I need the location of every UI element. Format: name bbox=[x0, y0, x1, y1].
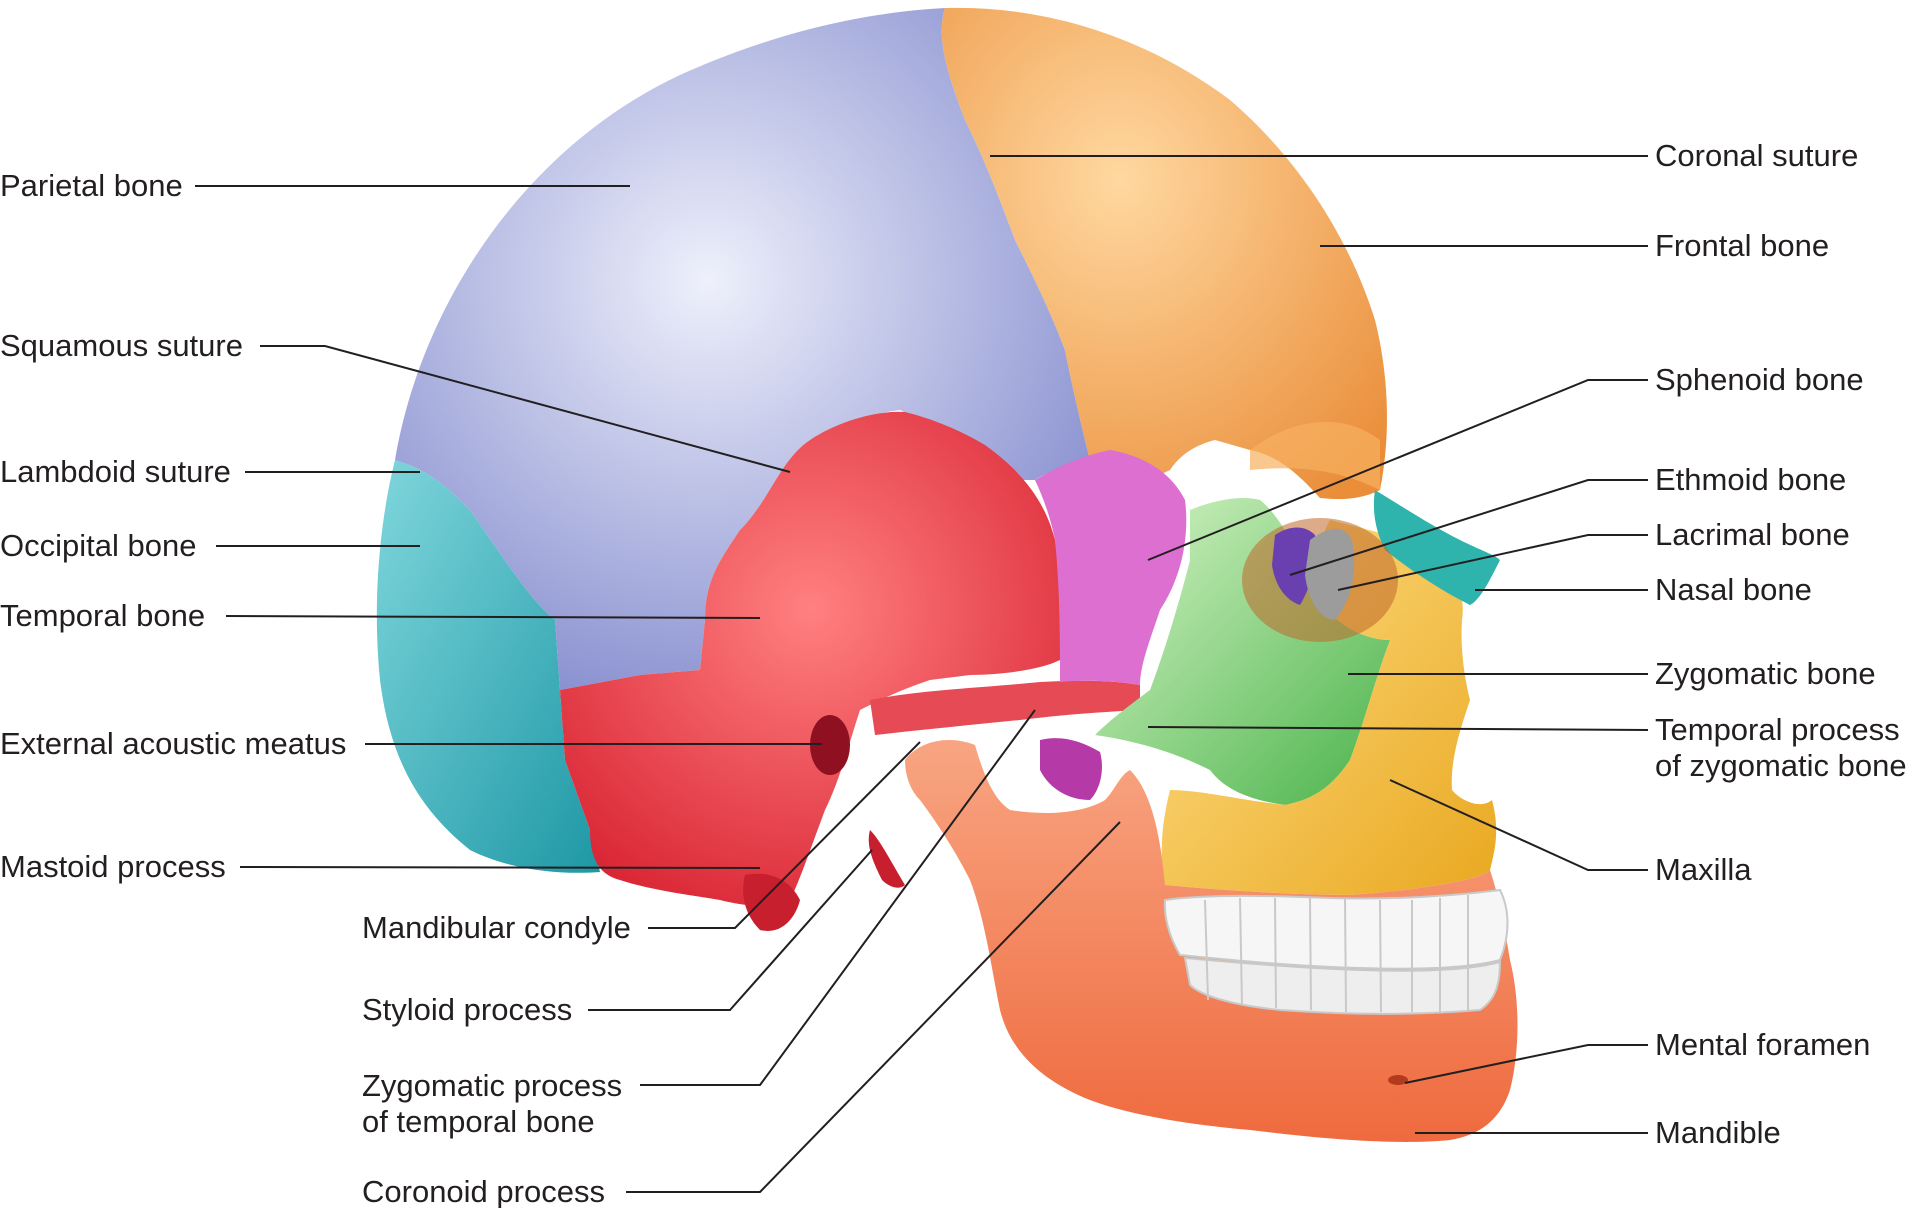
maxilla-bone bbox=[1161, 520, 1497, 895]
tooth-gaps bbox=[1204, 895, 1469, 1013]
brow-ridge bbox=[1250, 421, 1380, 490]
label-mental-foramen: Mental foramen bbox=[1655, 1027, 1870, 1062]
leader-mental-foramen bbox=[1404, 1044, 1648, 1084]
label-coronoid-process: Coronoid process bbox=[362, 1174, 605, 1208]
label-external-acoustic-meatus: External acoustic meatus bbox=[0, 726, 346, 761]
leader-squamous-suture bbox=[260, 345, 791, 473]
label-temporal-process-line1: Temporal process bbox=[1655, 712, 1900, 747]
leader-ethmoid-bone bbox=[1289, 479, 1648, 576]
label-temporal-bone: Temporal bone bbox=[0, 598, 205, 633]
label-temporal-process-line2: of zygomatic bone bbox=[1655, 748, 1907, 783]
sphenoid-lower bbox=[1040, 738, 1102, 800]
label-occipital-bone: Occipital bone bbox=[0, 528, 196, 563]
mental-foramen bbox=[1388, 1075, 1408, 1085]
leader-zygomatic-process bbox=[640, 709, 1036, 1086]
leader-lacrimal-bone bbox=[1337, 534, 1648, 591]
styloid-process bbox=[868, 830, 905, 888]
label-nasal-bone: Nasal bone bbox=[1655, 572, 1812, 607]
external-acoustic-meatus bbox=[810, 715, 850, 775]
leader-styloid-process bbox=[588, 849, 873, 1011]
label-squamous-suture: Squamous suture bbox=[0, 328, 243, 363]
label-parietal-bone: Parietal bone bbox=[0, 168, 183, 203]
label-zygomatic-bone: Zygomatic bone bbox=[1655, 656, 1876, 691]
leader-temporal-bone bbox=[225, 615, 761, 619]
leader-maxilla bbox=[1389, 779, 1648, 871]
teeth bbox=[1163, 888, 1509, 1015]
label-mandible: Mandible bbox=[1655, 1115, 1781, 1150]
frontal-bone bbox=[941, 7, 1387, 500]
lower-teeth bbox=[1183, 956, 1502, 1015]
label-mastoid-process: Mastoid process bbox=[0, 849, 226, 884]
mastoid-process bbox=[743, 873, 800, 931]
leader-temporal-process bbox=[1147, 726, 1649, 731]
label-ethmoid-bone: Ethmoid bone bbox=[1655, 462, 1846, 497]
label-styloid-process: Styloid process bbox=[362, 992, 572, 1027]
nasal-bone bbox=[1373, 490, 1500, 605]
leader-sphenoid-bone bbox=[1147, 379, 1648, 561]
label-frontal-bone: Frontal bone bbox=[1655, 228, 1829, 263]
leader-coronoid-process bbox=[626, 821, 1121, 1193]
leader-mandibular-condyle bbox=[648, 741, 921, 929]
label-zygomatic-process-line1: Zygomatic process bbox=[362, 1068, 622, 1103]
label-coronal-suture: Coronal suture bbox=[1655, 138, 1858, 173]
temporal-bone bbox=[560, 411, 1063, 906]
label-lambdoid-suture: Lambdoid suture bbox=[0, 454, 231, 489]
zygomatic-arch bbox=[870, 680, 1140, 735]
label-mandibular-condyle: Mandibular condyle bbox=[362, 910, 631, 945]
occipital-bone bbox=[376, 460, 600, 873]
labels-left: Parietal bone Squamous suture Lambdoid s… bbox=[0, 168, 631, 1208]
upper-teeth bbox=[1163, 888, 1509, 970]
sphenoid-bone bbox=[1035, 450, 1187, 685]
parietal-bone bbox=[395, 8, 1090, 690]
label-maxilla: Maxilla bbox=[1655, 852, 1752, 887]
leader-lines bbox=[195, 155, 1649, 1193]
label-zygomatic-process-line2: of temporal bone bbox=[362, 1104, 595, 1139]
leader-mastoid-process bbox=[239, 866, 761, 869]
lacrimal-bone bbox=[1305, 528, 1355, 620]
labels-right: Coronal suture Frontal bone Sphenoid bon… bbox=[1655, 138, 1907, 1150]
label-lacrimal-bone: Lacrimal bone bbox=[1655, 517, 1850, 552]
ethmoid-bone bbox=[1272, 527, 1316, 605]
label-sphenoid-bone: Sphenoid bone bbox=[1655, 362, 1864, 397]
